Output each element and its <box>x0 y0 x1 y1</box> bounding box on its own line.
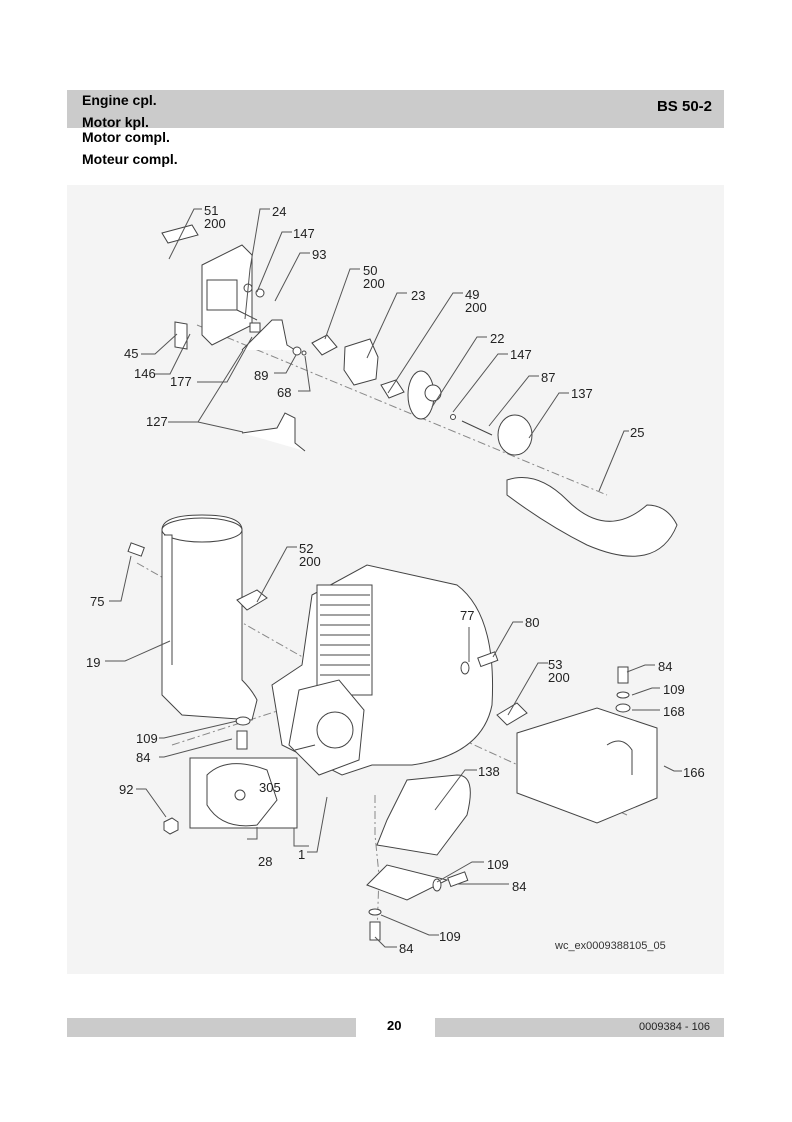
model-name: BS 50-2 <box>656 98 712 115</box>
callout-45: 45 <box>124 346 139 361</box>
callout-75: 75 <box>90 594 105 609</box>
callout-25: 25 <box>630 425 645 440</box>
callout-137: 137 <box>571 386 593 401</box>
document-number: 0009384 - 106 <box>639 1021 710 1033</box>
callout-168: 168 <box>663 704 685 719</box>
callout-127: 127 <box>146 414 168 429</box>
callout-84: 84 <box>512 879 527 894</box>
diagram-drawing <box>105 208 682 948</box>
callout-147: 147 <box>510 347 532 362</box>
title-en: Engine cpl. <box>82 92 157 108</box>
callout-80: 80 <box>525 615 540 630</box>
callout-109: 109 <box>439 929 461 944</box>
callout-19: 19 <box>86 655 101 670</box>
drawing-reference: wc_ex0009388105_05 <box>555 940 666 952</box>
footer-bar-left <box>67 1018 356 1037</box>
page-number: 20 <box>387 1018 402 1033</box>
callout-1: 1 <box>298 847 306 862</box>
callout-23: 23 <box>411 288 426 303</box>
title-de: Motor kpl. <box>82 114 149 130</box>
callout-177: 177 <box>170 374 192 389</box>
callout-305: 305 <box>259 780 281 795</box>
part-shapes <box>127 224 678 941</box>
callout-109: 109 <box>487 857 509 872</box>
footer-bar-right <box>435 1018 724 1037</box>
callout-24: 24 <box>272 204 287 219</box>
callout-84: 84 <box>136 750 151 765</box>
callout-84: 84 <box>658 659 673 674</box>
callout-87: 87 <box>541 370 556 385</box>
title-nl: Motor compl. <box>82 129 170 145</box>
callout-68: 68 <box>277 385 292 400</box>
callout-77: 77 <box>460 608 475 623</box>
callout-22: 22 <box>490 331 505 346</box>
callout-92: 92 <box>119 782 134 797</box>
leader-lines <box>105 208 682 948</box>
callout-138: 138 <box>478 764 500 779</box>
callout-109: 109 <box>663 682 685 697</box>
callout-89: 89 <box>254 368 269 383</box>
callout-93: 93 <box>312 247 327 262</box>
title-fr: Moteur compl. <box>82 151 178 167</box>
callout-109: 109 <box>136 731 158 746</box>
callout-28: 28 <box>258 854 273 869</box>
callout-146: 146 <box>134 366 156 381</box>
callout-147: 147 <box>293 226 315 241</box>
callout-84: 84 <box>399 941 414 956</box>
header-bar <box>67 90 724 128</box>
callout-166: 166 <box>683 765 705 780</box>
